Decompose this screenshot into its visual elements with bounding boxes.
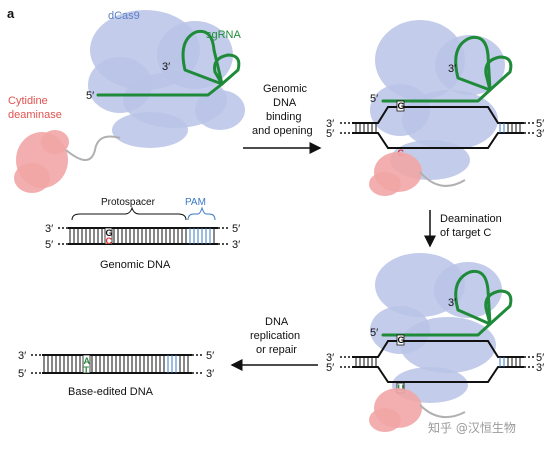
sgrna-bound-1 [381, 35, 513, 103]
sgrna-bound-2 [381, 269, 513, 337]
bubble1-top-3prime: 3′ [326, 118, 334, 130]
edited-bottom-3prime: 3′ [206, 368, 214, 380]
binding-text-3: binding [266, 111, 301, 123]
linker-bound-1 [419, 171, 466, 187]
bubble2-base-u: U [398, 383, 405, 393]
deaminase-protein-bound-2 [369, 388, 422, 432]
sgrna-5prime-label-2: 5′ [370, 93, 378, 105]
deaminase-protein-unbound [14, 130, 69, 193]
bubble2-bottom-3prime: 3′ [536, 362, 544, 374]
edited-bottom-5prime: 5′ [18, 368, 26, 380]
replication-text-3: or repair [256, 344, 297, 356]
sgrna-5prime-label-1: 5′ [86, 90, 94, 102]
base-edited-dna-label: Base-edited DNA [68, 386, 154, 398]
edited-base-t: T [84, 365, 90, 375]
genomic-top-5prime: 5′ [232, 223, 240, 235]
sgrna-5prime-label-3: 5′ [370, 327, 378, 339]
bubble2-top-5prime: 5′ [536, 352, 544, 364]
sgrna-3prime-label-3: 3′ [448, 297, 456, 309]
base-edited-dna: 3′ 5′ 5′ 3′ A T Base-edited DNA [18, 350, 214, 398]
protospacer-label: Protospacer [101, 197, 156, 208]
linker-bound-2 [419, 404, 466, 419]
sgrna-label: sgRNA [206, 29, 242, 41]
genomic-dna-label: Genomic DNA [100, 259, 171, 271]
deamination-text-2: of target C [440, 227, 491, 239]
bubble1-bottom-5prime: 5′ [326, 128, 334, 140]
genomic-bottom-3prime: 3′ [232, 239, 240, 251]
binding-text-1: Genomic [263, 83, 308, 95]
bubble1-base-g: G [398, 101, 405, 111]
sgrna-unbound [96, 29, 241, 97]
watermark-text: 知乎 @汉恒生物 [428, 421, 516, 435]
genomic-top-3prime: 3′ [45, 223, 53, 235]
replication-text-1: DNA [265, 316, 289, 328]
edited-top-5prime: 5′ [206, 350, 214, 362]
replication-text-2: replication [250, 330, 300, 342]
edited-top-3prime: 3′ [18, 350, 26, 362]
deamination-text-1: Deamination [440, 213, 502, 225]
bubble2-top-3prime: 3′ [326, 352, 334, 364]
bubble2-base-g: G [398, 335, 405, 345]
bubble1-bottom-3prime: 3′ [536, 128, 544, 140]
panel-letter: a [7, 6, 15, 21]
dcas9-label: dCas9 [108, 10, 140, 22]
dna-bubble-2: 3′ 5′ 5′ 3′ G U [326, 334, 544, 394]
sgrna-3prime-label-1: 3′ [162, 61, 170, 73]
genomic-bottom-5prime: 5′ [45, 239, 53, 251]
genomic-base-g: G [106, 228, 113, 238]
genomic-base-c: C [106, 236, 113, 246]
deaminase-protein-bound-1 [369, 152, 422, 196]
sgrna-3prime-label-2: 3′ [448, 63, 456, 75]
genomic-dna: 3′ 5′ 5′ 3′ G C Protospacer PAM Genomic … [45, 197, 240, 271]
linker-unbound [65, 135, 121, 161]
dna-bubble-1: 3′ 5′ 5′ 3′ G C [326, 100, 544, 158]
binding-text-4: and opening [252, 125, 313, 137]
edited-base-a: A [84, 356, 91, 366]
deaminase-label: deaminase [8, 109, 62, 121]
bubble1-top-5prime: 5′ [536, 118, 544, 130]
cytidine-label: Cytidine [8, 95, 48, 107]
binding-text-2: DNA [273, 97, 297, 109]
bubble2-bottom-5prime: 5′ [326, 362, 334, 374]
pam-label: PAM [185, 197, 206, 208]
